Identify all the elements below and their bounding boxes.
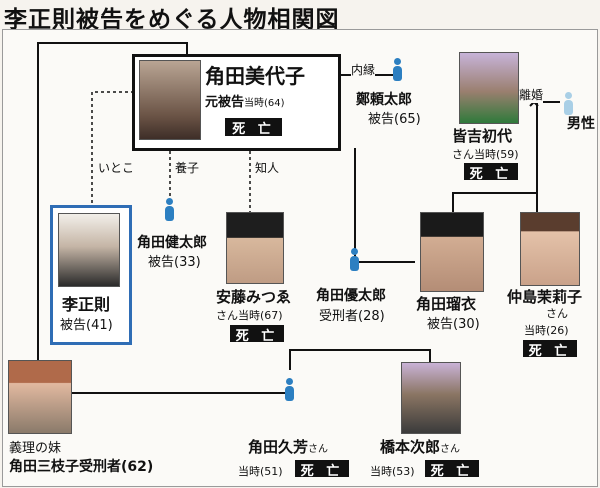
nakashima-photo (520, 212, 580, 286)
miyoko-role: 元被告当時(64) (205, 95, 285, 110)
mieko-photo (8, 360, 72, 434)
rui-name: 角田瑠衣 (416, 295, 477, 313)
person-icon (393, 58, 403, 81)
minayoshi-role: さん当時(59) (452, 148, 519, 161)
dead-badge: 死 亡 (425, 460, 479, 479)
hashimoto-age: 当時(53) (370, 465, 415, 478)
relation-chijin: 知人 (255, 159, 280, 176)
hashimoto-photo (401, 362, 461, 434)
relation-rikon: 離婚 (519, 86, 544, 103)
yutaro-name: 角田優太郎 (316, 288, 386, 304)
kentaro-role: 被告(33) (148, 255, 201, 270)
line-itoko (91, 91, 134, 205)
person-icon (350, 248, 360, 271)
miyoko-name: 角田美代子 (205, 64, 305, 88)
male-name: 男性 (567, 116, 595, 132)
page-title: 李正則被告をめぐる人物相関図 (4, 7, 340, 33)
ando-name: 安藤みつゑ (216, 288, 292, 306)
relation-yoshi: 養子 (175, 159, 200, 176)
person-icon (564, 92, 574, 115)
yutaro-role: 受刑者(28) (319, 309, 385, 324)
ando-photo (226, 212, 284, 284)
ri-photo (58, 213, 120, 287)
dead-badge: 死 亡 (230, 325, 284, 344)
hashimoto-name: 橋本次郎さん (380, 438, 461, 456)
dead-badge: 死 亡 (295, 460, 349, 479)
relation-itoko: いとこ (98, 159, 135, 176)
ri-role: 被告(41) (60, 318, 113, 333)
line-hisayoshi-hashimoto (289, 349, 431, 370)
mieko-name: 角田三枝子受刑者(62) (9, 459, 154, 475)
rui-photo (420, 212, 484, 292)
hisayoshi-age: 当時(51) (238, 465, 283, 478)
line-minayoshi-children (452, 102, 538, 212)
minayoshi-name: 皆吉初代 (452, 127, 513, 145)
dead-badge: 死 亡 (523, 340, 577, 359)
minayoshi-photo (459, 52, 519, 124)
ando-role: さん当時(67) (216, 309, 283, 322)
miyoko-photo (139, 60, 201, 140)
tei-name: 鄭頼太郎 (356, 92, 412, 108)
kentaro-name: 角田健太郎 (137, 235, 207, 251)
person-icon (165, 198, 175, 221)
mieko-relation: 義理の妹 (9, 441, 62, 456)
rui-role: 被告(30) (427, 317, 480, 332)
person-icon (285, 378, 295, 401)
nakashima-san: さん (546, 307, 568, 320)
tei-role: 被告(65) (368, 112, 421, 127)
hisayoshi-name: 角田久芳さん (248, 438, 329, 456)
nakashima-age: 当時(26) (524, 324, 569, 337)
ri-name: 李正則 (62, 295, 111, 314)
dead-badge: 死 亡 (225, 118, 282, 137)
dead-badge: 死 亡 (464, 163, 518, 182)
line-miyoko-mieko (37, 42, 188, 375)
nakashima-name: 仲島茉莉子 (507, 288, 583, 306)
relation-naien: 内縁 (351, 61, 376, 78)
